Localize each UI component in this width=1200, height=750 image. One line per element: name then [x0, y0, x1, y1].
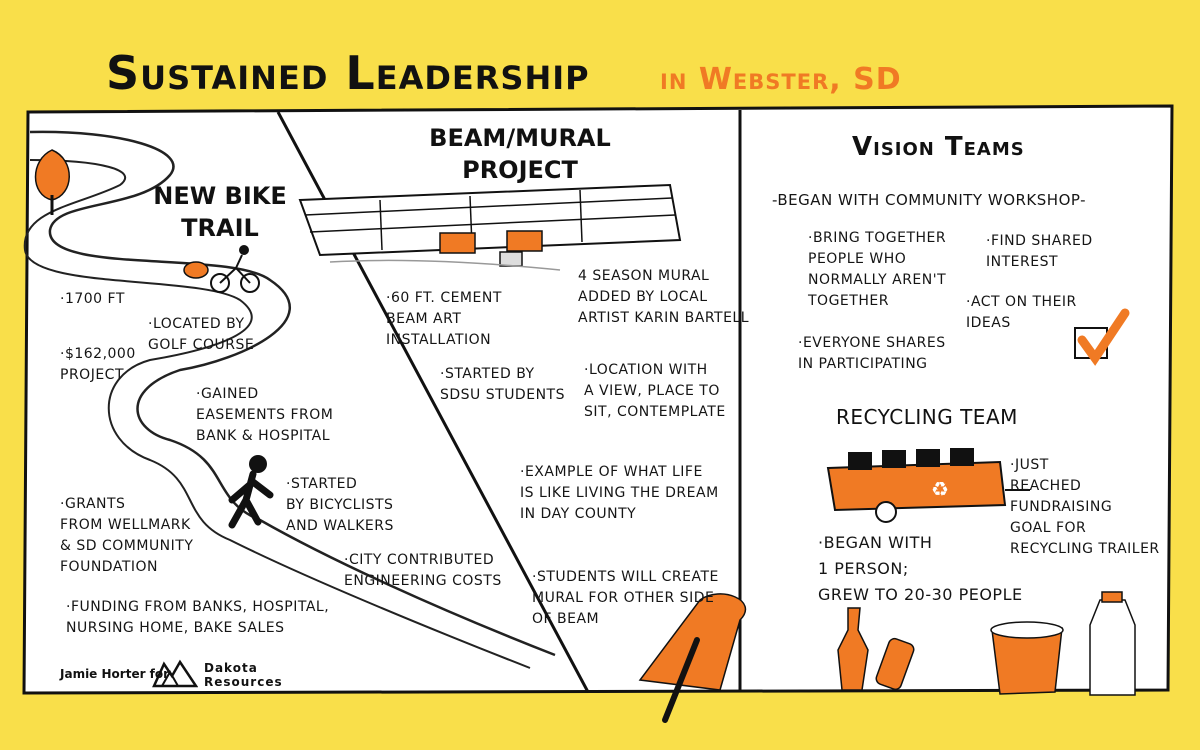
beam-note-mural: 4 Season Mural added by Local Artist Kar… — [578, 268, 750, 326]
recyclables-icon — [837, 591, 1136, 696]
vision-teams-heading: Vision Teams — [852, 132, 1025, 162]
page-subtitle: in Webster, SD — [660, 62, 902, 97]
beam-note-future: ·Students will create mural for other si… — [532, 569, 719, 627]
vision-note-everyone: ·Everyone Shares in Participating — [798, 335, 946, 372]
trail-note-started: ·Started by Bicyclists and Walkers — [286, 476, 394, 534]
dakota-resources-logo-icon — [152, 659, 198, 688]
vision-workshop-note: -Began with Community Workshop- — [772, 191, 1086, 209]
trail-note-length: ·1700 Ft — [60, 291, 125, 307]
beam-mural-heading: Beam/Mural Project — [429, 124, 611, 184]
trail-note-easements: ·Gained Easements from Bank & Hospital — [196, 386, 334, 444]
walker-icon — [228, 455, 274, 529]
trail-note-grants: ·Grants from Wellmark & SD Community Fou… — [60, 496, 194, 575]
checkbox-icon — [1074, 308, 1130, 366]
vision-note-shared-interest: ·Find Shared Interest — [986, 233, 1093, 270]
recycling-note-goal: ·Just Reached Fundraising Goal for Recyc… — [1010, 457, 1160, 557]
recycling-team-heading: Recycling Team — [836, 405, 1018, 429]
recycling-note-growth: ·Began with 1 Person; Grew to 20-30 Peop… — [818, 533, 1023, 604]
paint-roller-icon — [638, 593, 747, 723]
trail-note-location: ·Located by Golf Course — [148, 316, 255, 353]
bike-trail-heading: New Bike Trail — [153, 182, 287, 242]
beam-note-example: ·Example of what life is like living the… — [520, 464, 719, 522]
beam-icon — [298, 183, 682, 271]
recycling-trailer-icon: ♻ — [826, 448, 1030, 523]
tree-icon — [34, 149, 70, 215]
beam-note-installation: ·60 Ft. Cement Beam Art Installation — [386, 290, 502, 348]
trail-note-funding: ·Funding from Banks, Hospital, Nursing H… — [66, 599, 330, 636]
trail-note-city: ·City Contributed Engineering Costs — [344, 552, 502, 589]
bicycle-icon — [183, 245, 260, 293]
beam-note-location: ·Location with a View, Place to Sit, Con… — [584, 362, 726, 420]
beam-note-students: ·Started by SDSU Students — [440, 366, 565, 403]
brand-name: Dakota Resources — [204, 661, 283, 689]
vision-note-bring-together: ·Bring Together People who Normally Aren… — [808, 230, 947, 309]
trail-path-edge — [23, 159, 531, 669]
svg-text:♻: ♻ — [931, 477, 949, 501]
page-title: Sustained Leadership — [106, 46, 590, 100]
trail-note-cost: ·$162,000 Project — [60, 346, 136, 383]
trail-path — [29, 130, 556, 657]
artist-credit: Jamie Horter for — [60, 667, 170, 681]
vision-note-act: ·Act on Their Ideas — [966, 294, 1077, 331]
